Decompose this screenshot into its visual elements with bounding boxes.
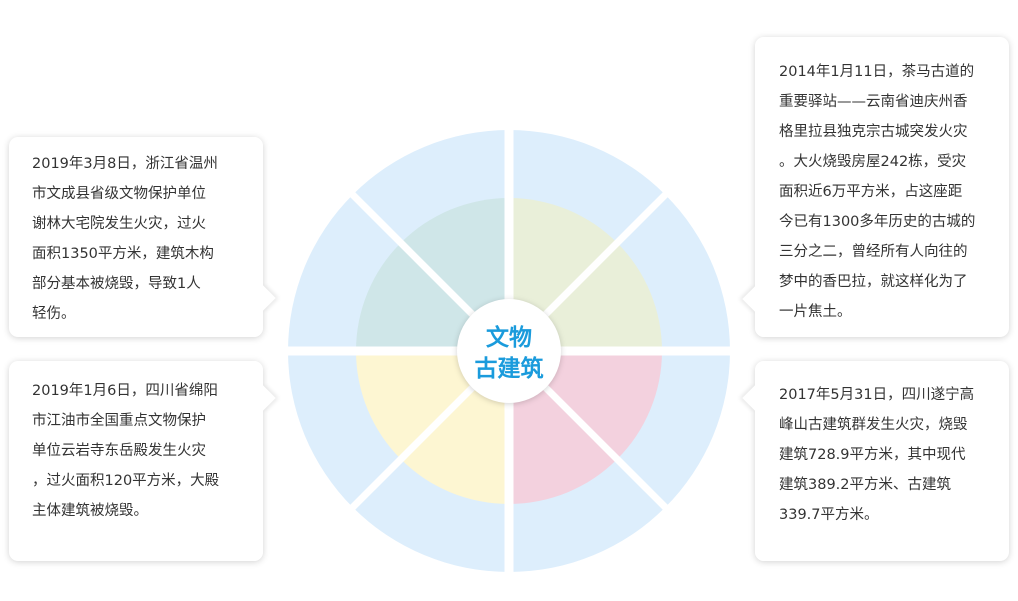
card-line: 重要驿站——云南省迪庆州香 bbox=[779, 94, 968, 110]
card-line: ，过火面积120平方米，大殿 bbox=[32, 473, 220, 489]
fire-case-card-shangri-la: 2014年1月11日，茶马古道的 重要驿站——云南省迪庆州香 格里拉县独克宗古城… bbox=[742, 37, 1009, 337]
card-line: 面积1350平方米，建筑木构 bbox=[32, 246, 214, 262]
fire-case-card-mianyang: 2019年1月6日，四川省绵阳 市江油市全国重点文物保护 单位云岩寺东岳殿发生火… bbox=[9, 361, 276, 561]
card-line: 2017年5月31日，四川遂宁高 bbox=[779, 387, 975, 403]
card-line: 市江油市全国重点文物保护 bbox=[32, 413, 206, 429]
card-line: 峰山古建筑群发生火灾，烧毁 bbox=[779, 417, 968, 433]
card-line: 轻伤。 bbox=[32, 306, 76, 322]
card-pointer-cover bbox=[755, 361, 775, 561]
card-line: 建筑389.2平方米、古建筑 bbox=[779, 477, 952, 493]
card-pointer-cover bbox=[755, 37, 775, 337]
card-line: 面积近6万平方米，占这座距 bbox=[779, 184, 963, 200]
card-line: 单位云岩寺东岳殿发生火灾 bbox=[32, 443, 206, 459]
card-pointer-cover bbox=[243, 137, 263, 337]
card-line: 部分基本被烧毁，导致1人 bbox=[32, 276, 201, 292]
card-text: 2017年5月31日，四川遂宁高 峰山古建筑群发生火灾，烧毁 建筑728.9平方… bbox=[779, 380, 999, 530]
card-line: 主体建筑被烧毁。 bbox=[32, 503, 148, 519]
card-line: 格里拉县独克宗古城突发火灾 bbox=[779, 124, 968, 140]
center-title-line-2: 古建筑 bbox=[475, 355, 544, 382]
card-line: 2019年3月8日，浙江省温州 bbox=[32, 156, 218, 172]
card-line: 今已有1300多年历史的古城的 bbox=[779, 214, 976, 230]
card-line: 三分之二，曾经所有人向往的 bbox=[779, 244, 968, 260]
card-text: 2019年1月6日，四川省绵阳 市江油市全国重点文物保护 单位云岩寺东岳殿发生火… bbox=[32, 376, 247, 526]
card-line: 建筑728.9平方米，其中现代 bbox=[779, 447, 966, 463]
fire-case-card-wenzhou: 2019年3月8日，浙江省温州 市文成县省级文物保护单位 谢林大宅院发生火灾，过… bbox=[9, 137, 276, 337]
card-line: 339.7平方米。 bbox=[779, 507, 879, 523]
card-line: 一片焦土。 bbox=[779, 304, 852, 320]
fire-case-card-suining: 2017年5月31日，四川遂宁高 峰山古建筑群发生火灾，烧毁 建筑728.9平方… bbox=[742, 361, 1009, 561]
card-line: 2014年1月11日，茶马古道的 bbox=[779, 64, 975, 80]
center-badge: 文物 古建筑 bbox=[457, 299, 561, 403]
card-line: 2019年1月6日，四川省绵阳 bbox=[32, 383, 218, 399]
card-line: 谢林大宅院发生火灾，过火 bbox=[32, 216, 206, 232]
card-line: 。大火烧毁房屋242栋，受灾 bbox=[779, 154, 967, 170]
card-line: 梦中的香巴拉，就这样化为了 bbox=[779, 274, 968, 290]
center-title-line-1: 文物 bbox=[486, 324, 532, 351]
card-line: 市文成县省级文物保护单位 bbox=[32, 186, 206, 202]
card-text: 2019年3月8日，浙江省温州 市文成县省级文物保护单位 谢林大宅院发生火灾，过… bbox=[32, 149, 247, 329]
card-text: 2014年1月11日，茶马古道的 重要驿站——云南省迪庆州香 格里拉县独克宗古城… bbox=[779, 57, 999, 327]
card-pointer-cover bbox=[243, 361, 263, 561]
